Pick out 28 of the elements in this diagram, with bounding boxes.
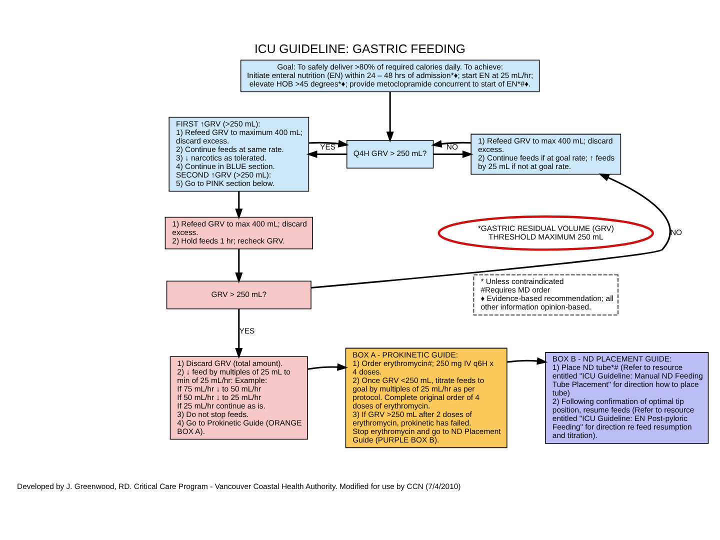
node-box: Q4H GRV > 250 mL? bbox=[346, 139, 434, 168]
arrow bbox=[306, 150, 347, 158]
node-box: BOX B - ND PLACEMENT GUIDE: 1) Place ND tube*# (Refer to resource entitled "ICU Guideline: Manual ND Feeding Tube Placement" for direction how to place tube) 2) Following confirmation of optimal tip position, resume feeds (Refer to resource entitled "ICU Guideline: EN Post-pyloric Feeding" for direction re feed resumption and titration). bbox=[545, 352, 709, 444]
diagram-title: ICU GUIDELINE: GASTRIC FEEDING bbox=[254, 42, 466, 56]
arrow bbox=[433, 150, 474, 158]
node-ellipse: *GASTRIC RESIDUAL VOLUME (GRV) THRESHOLD MAXIMUM 250 mL bbox=[438, 214, 654, 250]
edge-label: YES bbox=[239, 326, 255, 336]
arrow bbox=[308, 139, 350, 147]
arrow bbox=[506, 356, 548, 364]
node-box: FIRST ↑GRV (>250 mL): 1) Refeed GRV to maximum 400 mL; discard excess. 2) Continue feeds at same rate. 3) ↓ narcotics as tolerated. 4) Continue in BLUE section. SECOND ↑GRV (>250 mL): 5) Go to PINK section below. bbox=[168, 116, 310, 192]
edge-label: NO bbox=[446, 142, 458, 152]
node-box: 1) Refeed GRV to max 400 mL; discard excess. 2) Continue feeds if at goal rate; ↑ feeds by 25 mL if not at goal rate. bbox=[470, 133, 622, 174]
node-box: BOX A - PROKINETIC GUIDE: 1) Order erythromycin#; 250 mg IV q6H x 4 doses. 2) Once GRV <250 mL, titrate feeds to goal by multiples of 25 mL/hr as per protocol. Complete original order of 4 doses of erythromycin. 3) If GRV >250 mL after 2 doses of erythromycin, prokinetic has failed. Stop erythromycin and go to ND Placement Guide (PURPLE BOX B). bbox=[345, 347, 508, 448]
arrow bbox=[235, 190, 243, 219]
node-box: 1) Discard GRV (total amount). 2) ↓ feed by multiples of 25 mL to min of 25 mL/hr: Example: If 75 mL/hr ↓ to 50 mL/hr If 50 mL/hr ↓ to 25 mL/hr If 25 mL/hr continue as is. 3) Do not stop feeds. 4) Go to Prokinetic Guide (ORANGE BOX A). bbox=[170, 356, 308, 440]
arrow bbox=[235, 248, 243, 283]
node-box: GRV > 250 mL? bbox=[166, 280, 312, 309]
edge-label: NO bbox=[670, 228, 682, 237]
arrow bbox=[431, 140, 471, 148]
node-box: 1) Refeed GRV to max 400 mL; discard excess. 2) Hold feeds 1 hr; recheck GRV. bbox=[164, 216, 313, 249]
caption: Developed by J. Greenwood, RD. Critical Care Program - Vancouver Coastal Health Authority. Modified for use by CCN (7/4/2010) bbox=[17, 481, 461, 490]
arrow bbox=[311, 172, 671, 288]
node-box: Goal: To safely deliver >80% of required calories daily. To achieve: Initiate enteral nutrition (EN) within 24 – 48 hrs of admission*♦; start EN at 25 mL/hr; elevate HOB >45 degrees*♦; provide metoclopramide concurrent to start of EN*#♦. bbox=[240, 59, 540, 92]
arrow bbox=[386, 91, 394, 142]
arrow bbox=[308, 362, 348, 370]
arrow bbox=[235, 308, 243, 358]
edge-label: YES bbox=[320, 142, 336, 152]
node-box: * Unless contraindicated #Requires MD order ♦ Evidence-based recommendation; all other information opinion-based. bbox=[473, 274, 618, 315]
